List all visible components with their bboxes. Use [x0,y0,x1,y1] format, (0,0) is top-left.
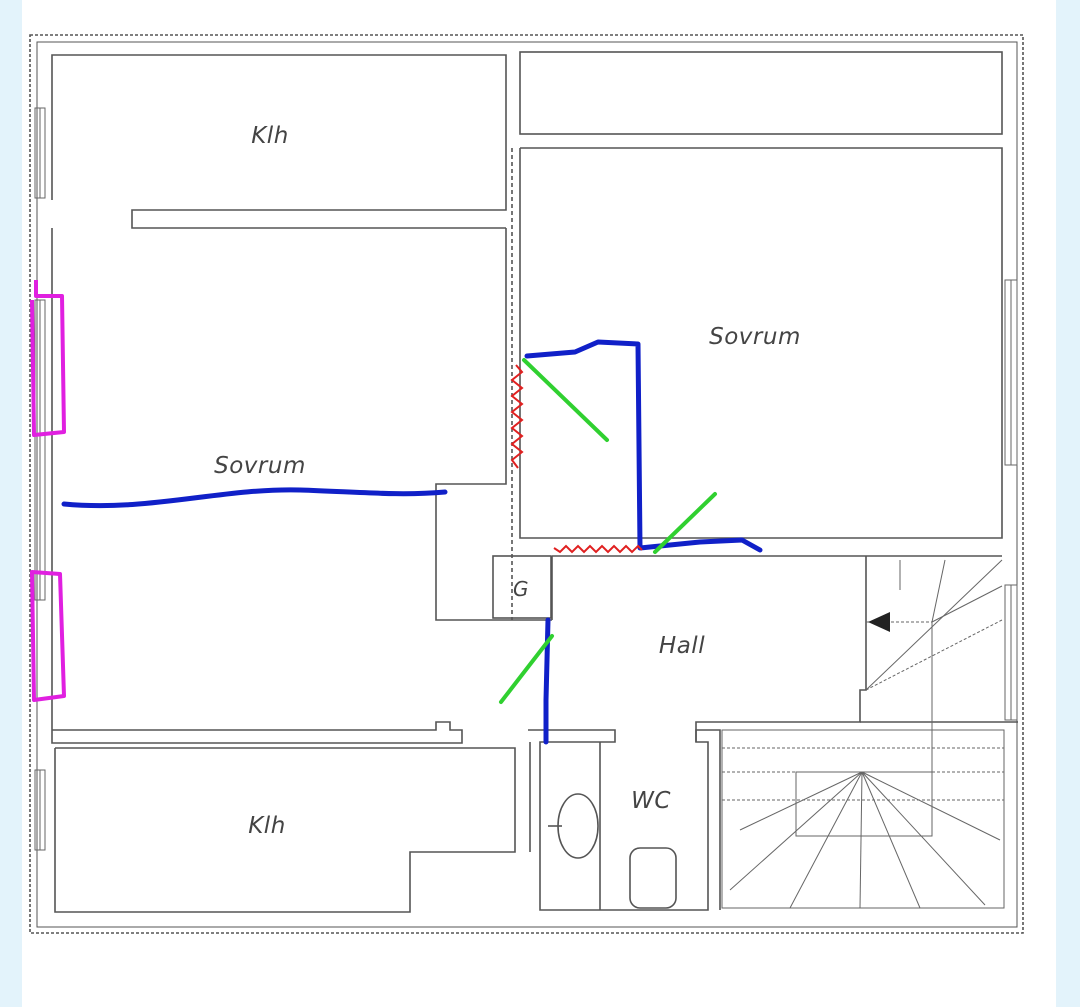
room-label-sovrum-left: Sovrum [214,453,306,479]
outer-walls [29,34,1024,934]
interior-walls [51,51,1018,913]
room-label-sovrum-right: Sovrum [709,324,801,350]
markup-red-zigzags [510,364,643,554]
staircase [721,559,1005,909]
room-label-klh-bottom: Klh [248,813,286,839]
room-label-klh-top: Klh [251,123,289,149]
markup-blue-lines [61,339,763,745]
stair-direction-arrow-icon [868,612,890,632]
room-label-g: G [513,577,529,601]
page-area [22,0,1056,1007]
room-label-wc: WC [631,788,671,814]
markup-green-lines [499,358,717,704]
markup-magenta-boxes [30,280,66,702]
room-label-hall: Hall [658,633,706,659]
right-windows [1004,279,1018,721]
left-windows [34,107,46,851]
